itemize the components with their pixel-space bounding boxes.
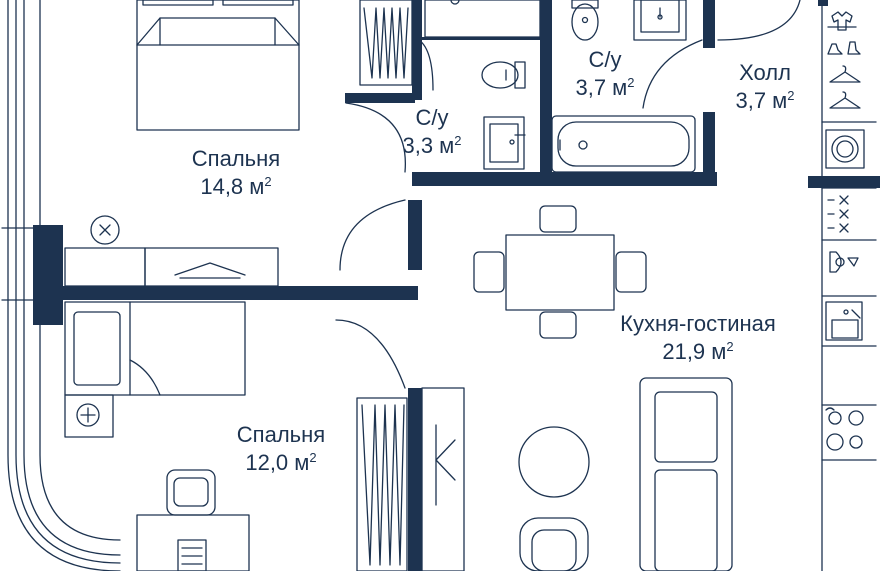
kitchen-sink-icon — [825, 301, 863, 341]
room-label-bedroom-1: Спальня 14,8 м2 — [166, 145, 306, 201]
wardrobe-icon — [359, 0, 413, 86]
room-area: 3,7 м2 — [735, 88, 795, 113]
kitchen-column — [821, 0, 877, 571]
shoe-icon — [827, 41, 861, 55]
sofa-icon — [639, 377, 733, 571]
tv-console-icon — [144, 247, 279, 287]
toilet-icon — [571, 0, 599, 41]
bathroom-2-fixtures — [551, 0, 703, 173]
double-bed-icon — [136, 0, 300, 131]
room-area: 3,3 м2 — [402, 133, 462, 158]
dining-table-icon — [473, 205, 647, 339]
lamp-icon — [90, 215, 120, 245]
exterior-facade — [1, 0, 121, 571]
desk-icon — [136, 514, 250, 571]
washing-machine-icon — [825, 129, 865, 169]
room-area: 3,7 м2 — [575, 75, 635, 100]
dishwasher-icon — [827, 195, 849, 233]
room-area: 21,9 м2 — [662, 339, 734, 364]
round-table-icon — [518, 426, 590, 498]
fridge-icon — [829, 251, 859, 273]
sink-icon — [633, 0, 687, 41]
wardrobe-icon — [421, 387, 465, 571]
toilet-icon — [481, 61, 526, 89]
room-name: Кухня-гостиная — [620, 311, 776, 336]
cooktop-icon — [825, 407, 864, 451]
armchair-icon — [519, 517, 589, 571]
room-label-bathroom-2: С/у 3,7 м2 — [555, 46, 655, 102]
armchair-icon — [166, 469, 216, 516]
room-label-hall: Холл 3,7 м2 — [715, 59, 815, 115]
hall-details — [717, 0, 801, 41]
room-name: Спальня — [191, 146, 281, 171]
hanger-icon — [829, 91, 861, 109]
room-name: Спальня — [236, 422, 326, 447]
room-label-bedroom-2: Спальня 12,0 м2 — [211, 421, 351, 477]
room-label-bathroom-1: С/у 3,3 м2 — [382, 104, 482, 160]
wardrobe-icon — [356, 397, 408, 571]
kitchen-living-furniture — [421, 205, 733, 571]
bedroom-2-furniture — [64, 199, 408, 571]
bathtub-icon — [551, 115, 696, 173]
socket-icon — [64, 394, 114, 438]
room-area: 12,0 м2 — [245, 450, 317, 475]
sink-icon — [483, 116, 526, 170]
tshirt-icon — [827, 11, 857, 31]
single-bed-icon — [64, 301, 246, 396]
walls — [33, 0, 880, 571]
room-name: Холл — [739, 60, 791, 85]
room-name: С/у — [588, 47, 622, 72]
room-area: 14,8 м2 — [200, 174, 272, 199]
room-label-kitchen-living: Кухня-гостиная 21,9 м2 — [588, 310, 808, 366]
room-name: С/у — [415, 105, 449, 130]
hanger-icon — [829, 65, 861, 83]
